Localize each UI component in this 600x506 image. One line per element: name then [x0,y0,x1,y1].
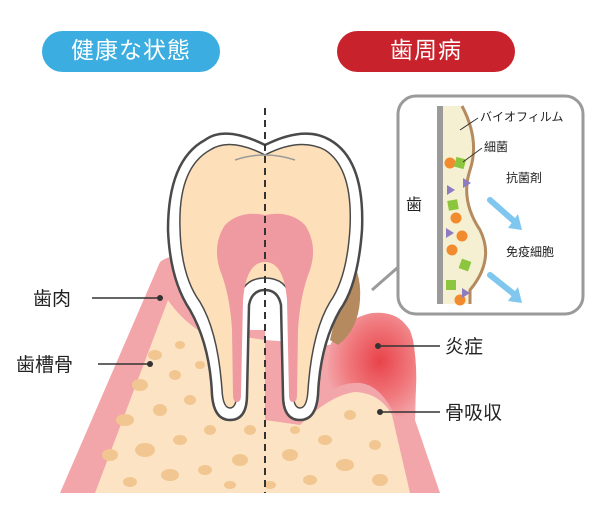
alveolar-bone-right [265,392,410,493]
inset-bacteria-label: 細菌 [484,140,508,154]
inset-antibacterial-label: 抗菌剤 [506,170,542,185]
inset-callout [371,94,585,316]
inset-tooth-label: 歯 [406,195,422,214]
resorption-leader-dot [377,409,383,415]
inflamed-gum [325,312,417,420]
label-gum: 歯肉 [33,288,71,310]
label-alveolar-bone: 歯槽骨 [16,354,73,376]
inset-immune-label: 免疫細胞 [506,244,554,259]
inflammation-leader-dot [375,343,381,349]
healthy-header: 健康な状態 [42,31,220,72]
gum-leader-dot [157,295,163,301]
inset-biofilm-label: バイオフィルム [480,110,564,124]
disease-header: 歯周病 [337,31,515,72]
label-bone-resorption: 骨吸収 [445,402,502,424]
bone-spots [102,341,388,489]
bone-leader-dot [147,361,153,367]
label-inflammation: 炎症 [445,336,483,358]
